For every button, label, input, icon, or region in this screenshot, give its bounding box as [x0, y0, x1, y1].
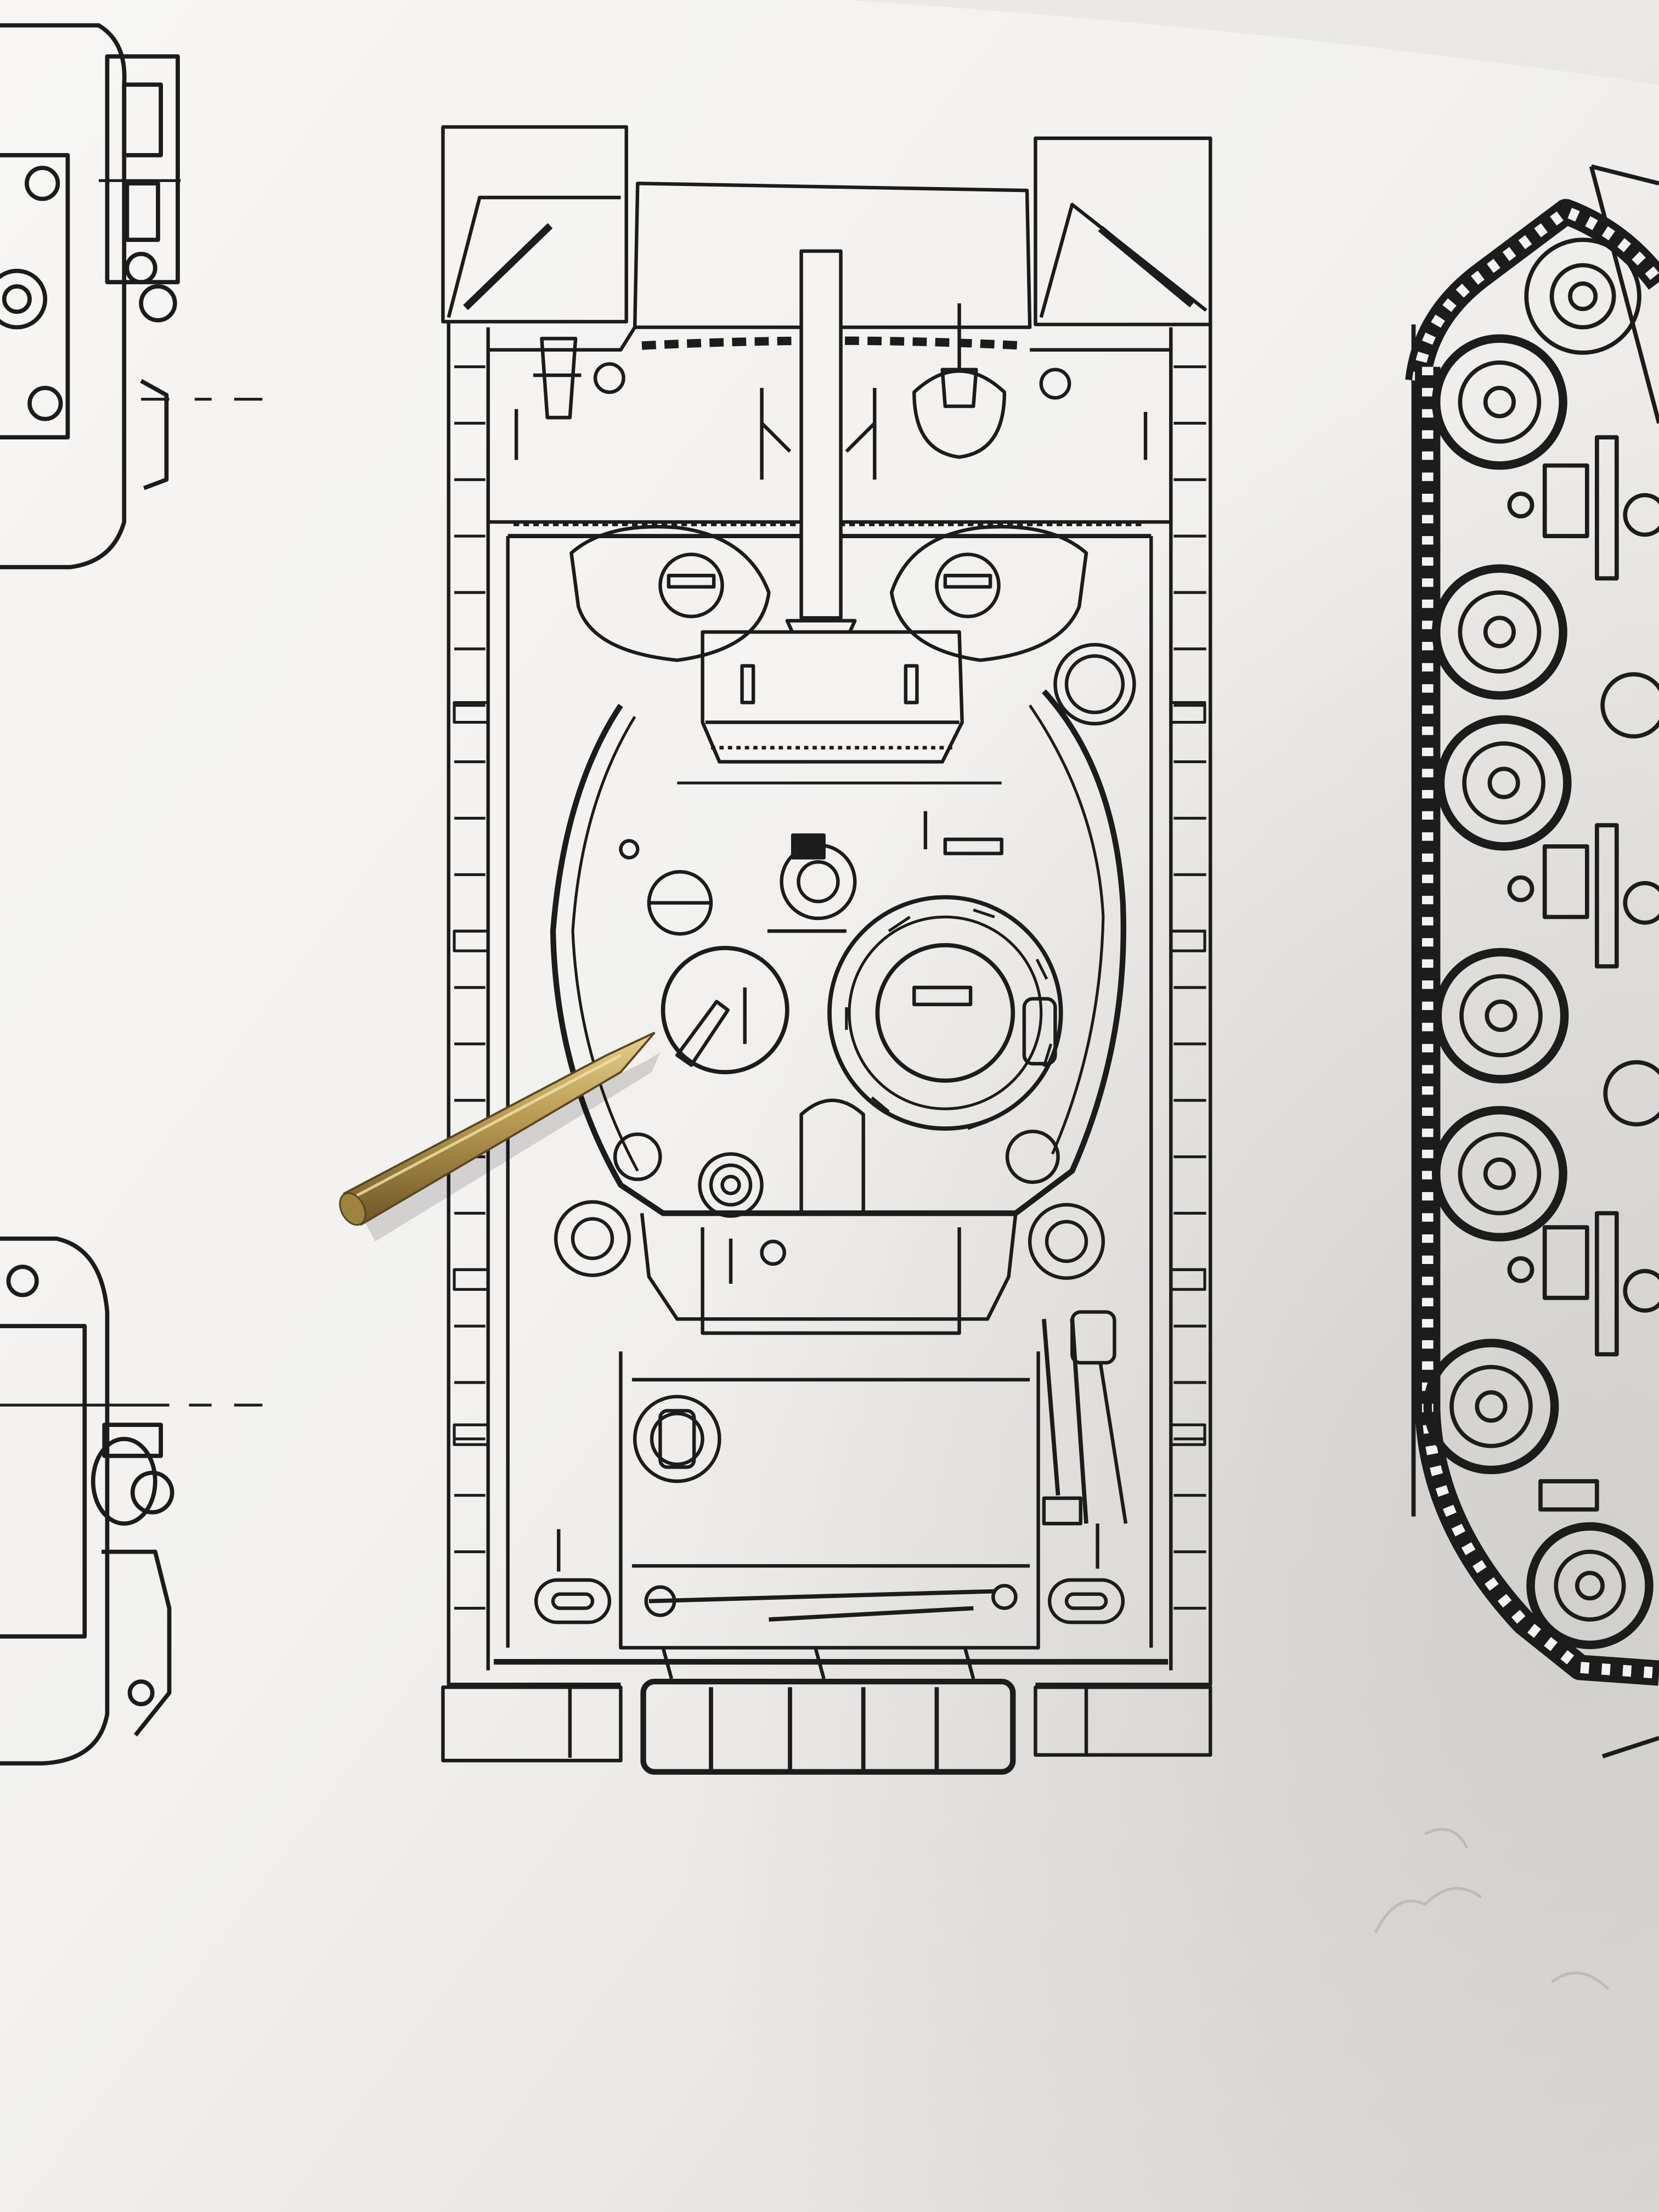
- central-tank-top-view: [441, 125, 1212, 1775]
- left-tank-drawing-bottom: [0, 1236, 263, 1766]
- pencil-marks: [1374, 1827, 1610, 1990]
- brass-rod: [339, 1031, 661, 1242]
- left-tank-drawing-top: [0, 23, 263, 569]
- right-tank-side-view: [1405, 164, 1659, 1759]
